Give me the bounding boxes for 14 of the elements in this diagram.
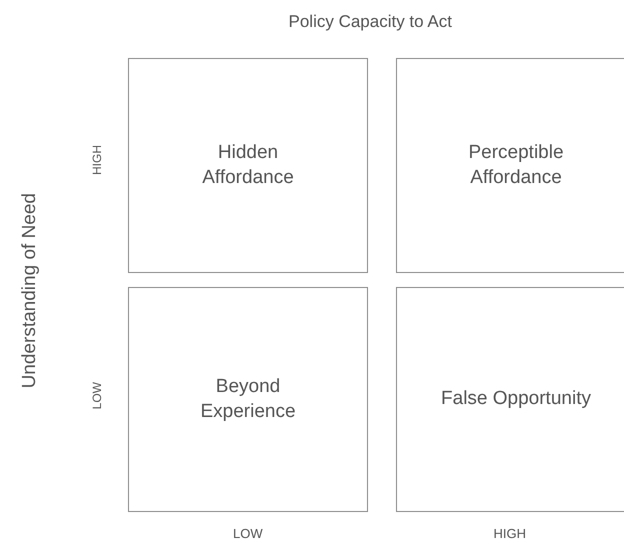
axis-tick-label: HIGH (494, 526, 526, 540)
quadrant-label: False Opportunity (441, 387, 591, 412)
quadrant-label: Perceptible Affordance (467, 140, 565, 190)
quadrant-box (396, 287, 624, 512)
axis-tick-label: HIGH (90, 145, 104, 175)
axis-title: Policy Capacity to Act (288, 12, 452, 32)
axis-tick-label: LOW (233, 526, 263, 540)
axis-tick-label: LOW (90, 382, 104, 409)
axis-title: Understanding of Need (19, 192, 41, 388)
quadrant-label: Hidden Affordance (201, 140, 295, 190)
quadrant-box (128, 58, 368, 273)
quadrant-box (128, 287, 368, 512)
quadrant-box (396, 58, 624, 273)
quadrant-label: Beyond Experience (199, 374, 297, 424)
